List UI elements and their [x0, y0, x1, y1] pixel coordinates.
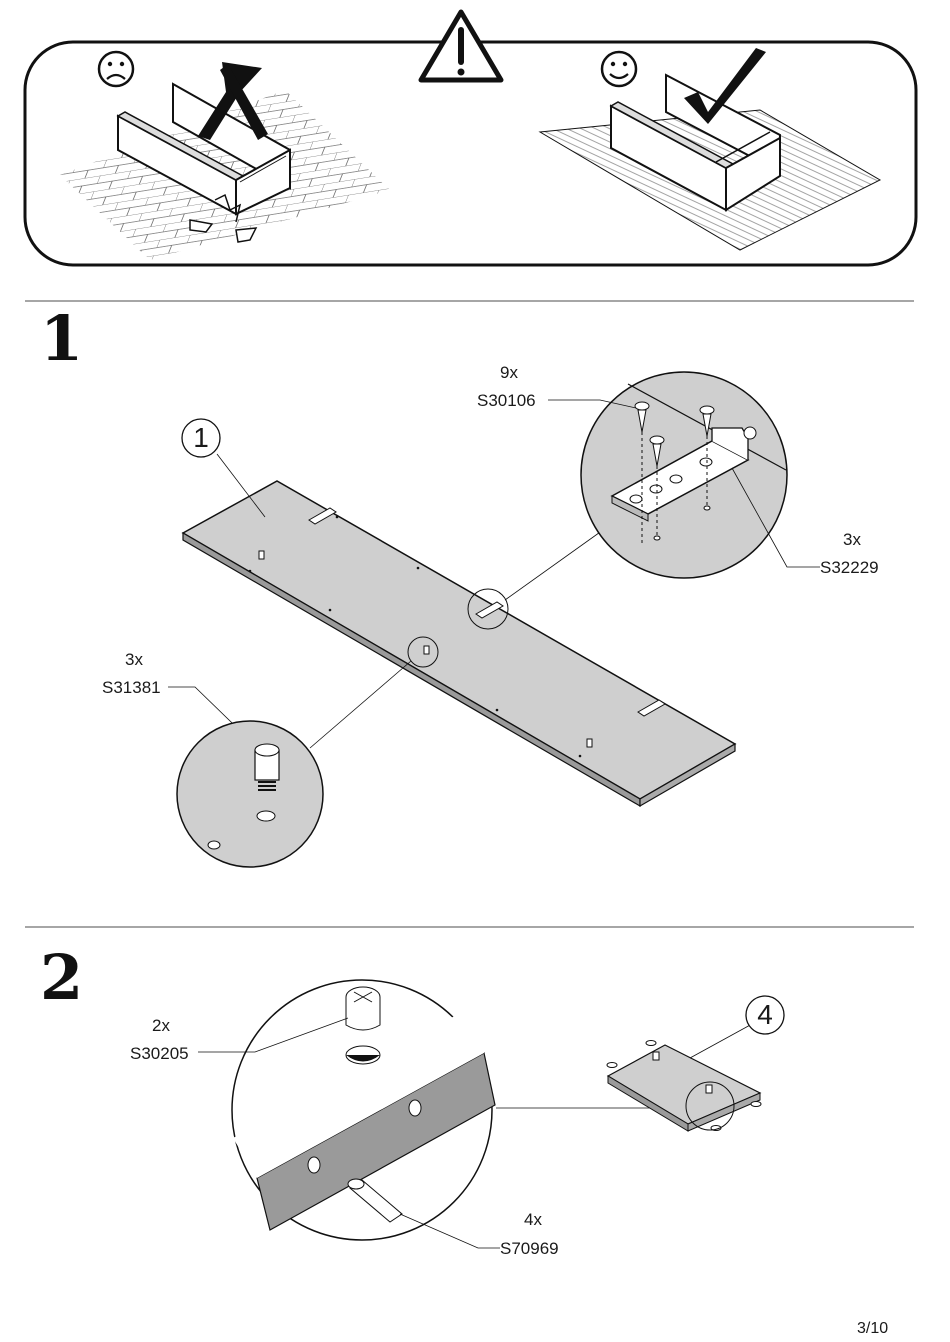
part-quantity: 3x [843, 530, 861, 549]
check-mark-icon [684, 48, 766, 124]
part-code: S30205 [130, 1044, 189, 1063]
part-quantity: 3x [125, 650, 143, 669]
sad-face-icon [97, 50, 135, 88]
panel-4-board [606, 1040, 762, 1132]
hinge-detail-view [580, 371, 788, 579]
part-quantity: 2x [152, 1016, 170, 1035]
cross-mark-icon [198, 62, 268, 140]
page-number: 3/10 [857, 1320, 889, 1337]
part-quantity: 9x [500, 363, 518, 382]
part-number-label: 1 [193, 422, 209, 453]
part-number-circle-1 [181, 418, 221, 458]
shelf-detail-view [231, 979, 496, 1241]
part-code: S70969 [500, 1239, 559, 1258]
panel-1-board [181, 480, 737, 808]
happy-face-icon [600, 50, 638, 88]
step-number: 2 [40, 941, 84, 1014]
part-number-label: 4 [757, 999, 773, 1030]
zoom-indicator [467, 588, 509, 630]
part-quantity: 4x [524, 1210, 542, 1229]
part-code: S30106 [477, 391, 536, 410]
part-number-circle-4 [745, 995, 785, 1035]
warning-triangle-icon [418, 9, 504, 83]
part-code: S31381 [102, 678, 161, 697]
part-code: S32229 [820, 558, 879, 577]
cam-lock-detail-view [176, 720, 324, 868]
step-number: 1 [40, 302, 84, 375]
cabinet-on-hard-floor [116, 82, 291, 243]
